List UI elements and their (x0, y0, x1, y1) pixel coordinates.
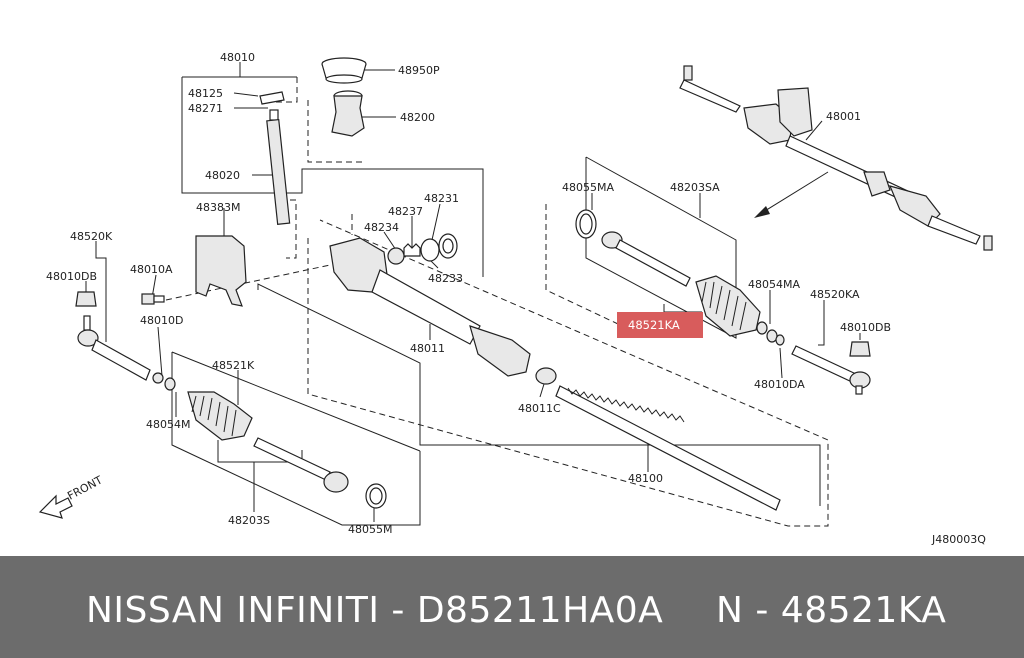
leader-48521KA (663, 304, 702, 313)
ring-48233 (438, 233, 458, 259)
label-48203S: 48203S (228, 514, 270, 527)
steering-gear-assembly-48001 (679, 65, 993, 251)
highlight-box (617, 312, 703, 338)
leader-48520K (95, 241, 107, 342)
leader-48010D (157, 326, 163, 377)
boot-48521K (187, 391, 253, 441)
label-48231: 48231 (424, 192, 459, 205)
label-48271: 48271 (188, 102, 223, 115)
nut-48010DB-left (75, 291, 97, 307)
dashed-outline-48125 (272, 77, 298, 103)
label-48010A: 48010A (130, 263, 173, 276)
label-48125: 48125 (188, 87, 223, 100)
label-48200: 48200 (400, 111, 435, 124)
tie-rod-end-48520K (77, 315, 151, 381)
leader-48001 (805, 120, 823, 141)
label-48520KA: 48520KA (810, 288, 860, 301)
label-48001: 48001 (826, 110, 861, 123)
leader-48520KA (818, 300, 825, 346)
footer-banner: NISSAN INFINITI - D85211HA0A N - 48521KA (0, 556, 1024, 658)
label-48234: 48234 (364, 221, 399, 234)
group-outline-48203S-top (171, 351, 421, 452)
diagram-ref-code: J480003Q (931, 533, 986, 546)
group-outline-48203S (171, 352, 421, 526)
label-48055M: 48055M (348, 523, 392, 536)
group-outline-rack (257, 283, 821, 506)
label-48011C: 48011C (518, 402, 561, 415)
label-48010DB-right: 48010DB (840, 321, 891, 334)
inner-tie-rod-48203S (253, 437, 349, 493)
cap-48231 (420, 238, 440, 262)
label-48950P: 48950P (398, 64, 440, 77)
dashed-outline-48020 (280, 199, 297, 259)
label-48521KA: 48521KA (628, 318, 680, 332)
dust-cover-48200 (331, 90, 365, 137)
label-48520K: 48520K (70, 230, 113, 243)
leader-48203S-bracket (217, 440, 303, 463)
leader-48011C (539, 383, 545, 398)
label-48521K: 48521K (212, 359, 255, 372)
dashed-bolt-line (165, 264, 331, 301)
label-48054M: 48054M (146, 418, 190, 431)
nut-48010D (152, 372, 176, 391)
washer-48125 (259, 91, 285, 105)
leader-48125 (233, 92, 259, 97)
footer-brand-part-number: NISSAN INFINITI - D85211HA0A (86, 590, 664, 631)
label-48233: 48233 (428, 272, 463, 285)
label-48054MA: 48054MA (748, 278, 800, 291)
boot-48521KA (695, 275, 768, 337)
ring-48055MA (575, 209, 597, 239)
bushing-48011C (535, 367, 557, 385)
leader-48234 (383, 231, 397, 251)
rack-48100 (555, 385, 781, 511)
label-48020: 48020 (205, 169, 240, 182)
nut-48010DB-right (849, 341, 871, 357)
label-48010D: 48010D (140, 314, 183, 327)
front-label: FRONT (65, 473, 105, 502)
label-48100: 48100 (628, 472, 663, 485)
group-outline-48010 (181, 77, 484, 277)
spring-48237 (403, 243, 421, 257)
bracket-48383M (195, 235, 247, 307)
label-48383M: 48383M (196, 201, 240, 214)
leader-48010DA (779, 347, 783, 379)
inner-tie-rod-48203SA (601, 231, 691, 287)
tie-rod-end-48520KA (791, 345, 871, 395)
bolt-48010A (141, 293, 165, 305)
plug-48234 (387, 247, 405, 265)
pinion-shaft-48020 (266, 109, 291, 225)
dashed-outline-48055MA (545, 204, 619, 325)
dashed-outline-48200 (307, 100, 362, 163)
steering-rack-exploded-diagram: FRONT 48010 48950P 48125 48271 48200 480… (38, 51, 993, 546)
label-48010DA: 48010DA (754, 378, 805, 391)
label-48010DB-left: 48010DB (46, 270, 97, 283)
gear-housing-48011 (329, 237, 531, 377)
nut-48010DA (775, 334, 785, 346)
seal-48950P (321, 57, 367, 84)
label-48055MA: 48055MA (562, 181, 614, 194)
label-48203SA: 48203SA (670, 181, 720, 194)
direction-arrow (754, 171, 829, 218)
ring-48055M (365, 483, 387, 509)
front-arrow-icon: FRONT (38, 473, 105, 519)
label-48237: 48237 (388, 205, 423, 218)
dashed-outline-gearbox (307, 219, 829, 527)
label-48011: 48011 (410, 342, 445, 355)
leader-48231 (431, 203, 441, 241)
label-48010: 48010 (220, 51, 255, 64)
footer-oem-number: N - 48521KA (716, 590, 947, 631)
